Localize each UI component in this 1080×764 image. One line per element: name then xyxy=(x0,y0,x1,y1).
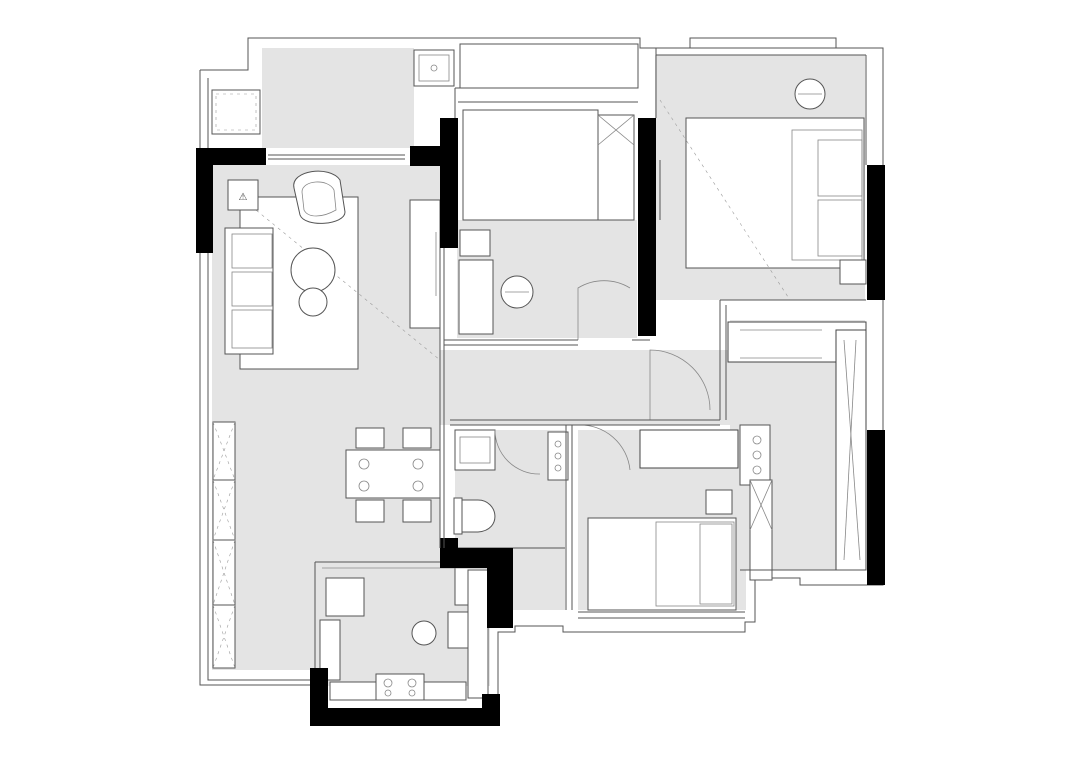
wall xyxy=(867,430,885,585)
wall xyxy=(440,118,458,248)
door-swing-north xyxy=(577,280,631,340)
wall xyxy=(410,146,442,166)
wall xyxy=(867,165,885,300)
dining-chair xyxy=(355,427,385,449)
kitchen-stool xyxy=(411,620,437,646)
exterior-outline xyxy=(199,37,884,699)
nightstand-south xyxy=(705,489,733,515)
closet-shelf xyxy=(739,424,771,486)
bed-south xyxy=(587,517,737,611)
closet-rail-middle xyxy=(639,429,739,469)
living-room: ⚠ xyxy=(224,170,441,370)
door-swing-bathroom xyxy=(494,429,541,475)
corridor-floor xyxy=(440,350,730,425)
svg-text:⚠: ⚠ xyxy=(239,192,248,203)
dining-chair xyxy=(402,427,432,449)
wall xyxy=(196,148,213,253)
balcony-window-frame xyxy=(459,43,639,89)
side-table xyxy=(227,179,259,211)
wall xyxy=(196,148,266,165)
bed-master xyxy=(685,117,865,269)
wall xyxy=(487,548,513,628)
bedroom-south xyxy=(577,424,773,611)
walls xyxy=(196,118,885,726)
stove xyxy=(375,673,425,701)
dining-chair xyxy=(402,499,432,523)
wall xyxy=(638,118,656,336)
sofa xyxy=(224,227,274,355)
master-bedroom xyxy=(649,78,867,420)
laundry-sink xyxy=(413,49,455,87)
wardrobe-south xyxy=(749,479,773,581)
balcony-floor xyxy=(262,48,414,148)
walk-in-closet xyxy=(639,321,867,571)
counter-east xyxy=(467,569,489,699)
desk-north xyxy=(458,259,494,335)
wall xyxy=(482,694,500,726)
washbasin xyxy=(454,429,496,471)
coffee-table-small xyxy=(298,287,328,317)
closet-rail-east xyxy=(835,329,867,571)
toilet xyxy=(457,499,496,533)
bedroom-north xyxy=(458,109,635,340)
tv-cabinet xyxy=(409,199,441,329)
nightstand-north xyxy=(459,229,491,257)
kitchen xyxy=(319,567,490,701)
west-cabinet xyxy=(212,421,236,669)
washing-machine xyxy=(211,89,261,135)
bath-shelf xyxy=(547,431,569,481)
bed-north xyxy=(462,109,599,221)
fridge xyxy=(325,577,365,617)
wardrobe-north xyxy=(597,114,635,221)
dining-chair xyxy=(355,499,385,523)
door-swing-master xyxy=(649,349,711,420)
wall xyxy=(310,708,498,726)
dining-table xyxy=(345,449,441,499)
dining-area xyxy=(345,427,441,523)
coffee-table-large xyxy=(290,247,336,293)
balcony-west xyxy=(211,43,639,160)
counter-west xyxy=(319,619,341,681)
toilet-tank xyxy=(453,497,463,535)
partitions xyxy=(314,47,867,668)
nightstand-master xyxy=(839,259,867,285)
